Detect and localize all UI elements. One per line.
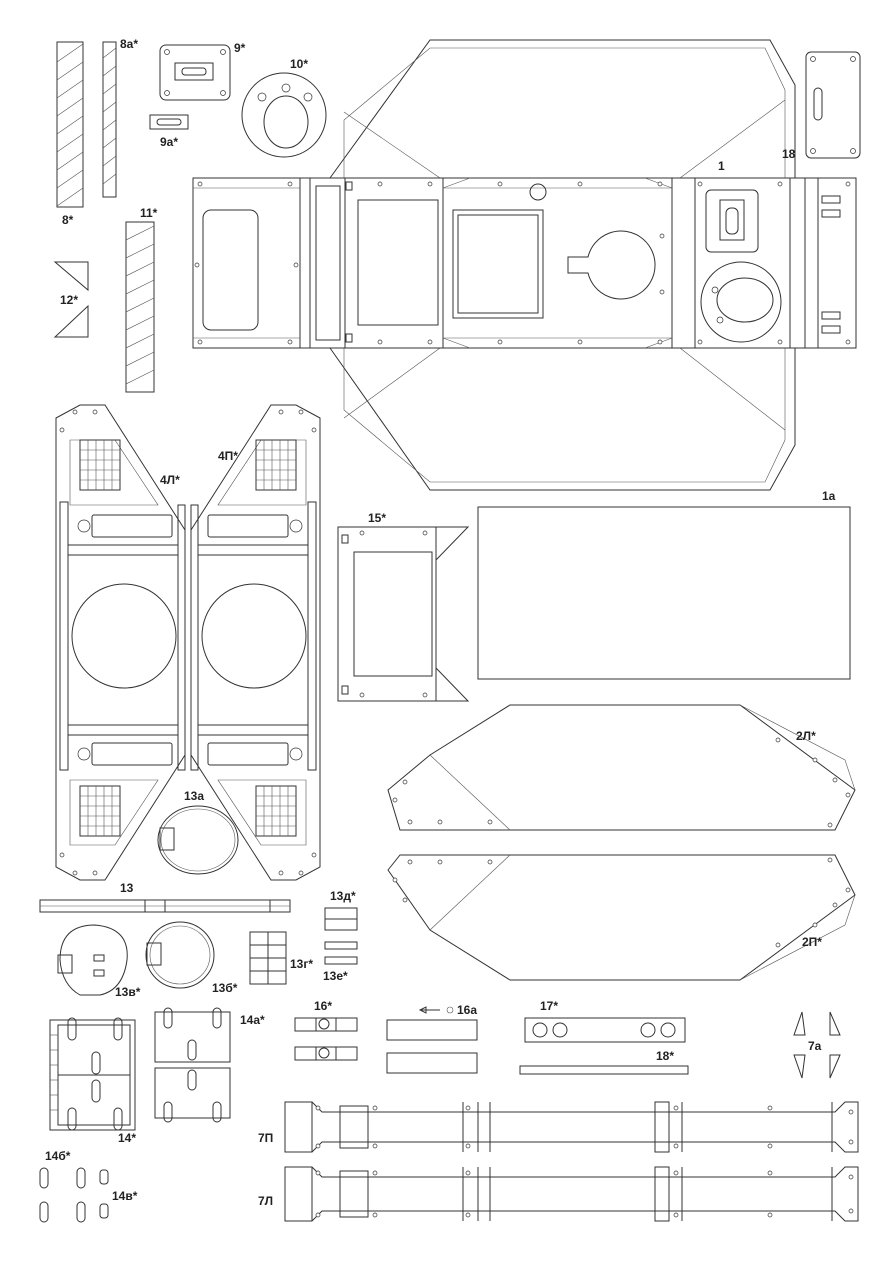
label-9: 9* <box>234 41 246 55</box>
part-13g: 13г* <box>249 931 313 985</box>
label-18: 18 <box>782 147 796 161</box>
label-18-strip: 18* <box>656 1049 674 1063</box>
label-14b: 14б* <box>45 1149 71 1163</box>
hull-rivets <box>194 181 851 345</box>
part-4L: 4Л* <box>55 404 186 881</box>
part-13: 13 <box>39 881 291 913</box>
label-11: 11* <box>140 206 158 220</box>
label-1: 1 <box>718 159 725 173</box>
label-15: 15* <box>368 511 386 525</box>
part-13v: 13в* <box>57 924 141 999</box>
part-11: 11* <box>125 206 158 393</box>
part-14v: 14в* <box>99 1169 138 1219</box>
part-14: 14* <box>49 1017 136 1145</box>
part-14b: 14б* <box>39 1149 86 1223</box>
label-14a: 14а* <box>240 1013 265 1027</box>
label-13a: 13а <box>184 789 204 803</box>
label-13b: 13б* <box>212 981 238 995</box>
part-13d: 13д* <box>324 889 358 931</box>
part-1-hull: 1 <box>192 39 857 491</box>
label-2L: 2Л* <box>796 729 816 743</box>
label-16a: 16а <box>457 1003 477 1017</box>
label-4P: 4П* <box>218 449 238 463</box>
part-9a: 9а* <box>149 114 189 149</box>
label-9a: 9а* <box>160 135 178 149</box>
part-18-plate: 18 <box>782 51 861 161</box>
part-13a: 13а <box>157 789 239 875</box>
part-8: 8* <box>56 41 84 227</box>
label-16: 16* <box>314 999 332 1013</box>
part-14a: 14а* <box>154 1007 265 1123</box>
label-7P: 7П <box>258 1131 273 1145</box>
label-10: 10* <box>290 57 308 71</box>
part-1a: 1а <box>477 489 851 680</box>
label-13v: 13в* <box>115 985 141 999</box>
part-2P: 2П* <box>387 854 856 981</box>
part-13e: 13е* <box>323 941 358 983</box>
label-13e: 13е* <box>323 969 348 983</box>
label-8a: 8а* <box>120 37 138 51</box>
part-16: 16* <box>294 999 358 1061</box>
part-7a: 7а <box>793 1011 841 1079</box>
part-2L: 2Л* <box>387 704 856 831</box>
part-16a: 16а <box>386 1003 478 1074</box>
label-13d: 13д* <box>330 889 356 903</box>
part-7P: 7П <box>258 1101 859 1153</box>
part-18-strip: 18* <box>519 1049 689 1075</box>
part-12: 12* <box>53 261 89 338</box>
part-4P: 4П* <box>190 404 321 881</box>
part-7L: 7Л <box>258 1166 859 1222</box>
label-7a: 7а <box>808 1039 822 1053</box>
part-8a: 8а* <box>102 37 138 198</box>
label-7L: 7Л <box>258 1194 273 1208</box>
part-13b: 13б* <box>145 921 238 995</box>
part-17: 17* <box>524 999 686 1043</box>
part-15: 15* <box>337 511 470 702</box>
label-14: 14* <box>118 1131 136 1145</box>
label-1a: 1а <box>822 489 836 503</box>
label-2P: 2П* <box>802 935 822 949</box>
label-8: 8* <box>62 213 74 227</box>
label-14v: 14в* <box>112 1189 138 1203</box>
label-4L: 4Л* <box>160 473 180 487</box>
label-12: 12* <box>60 293 78 307</box>
part-9: 9* <box>159 41 246 101</box>
label-13g: 13г* <box>290 957 313 971</box>
label-13: 13 <box>120 881 134 895</box>
label-17: 17* <box>540 999 558 1013</box>
part-10: 10* <box>241 57 327 158</box>
